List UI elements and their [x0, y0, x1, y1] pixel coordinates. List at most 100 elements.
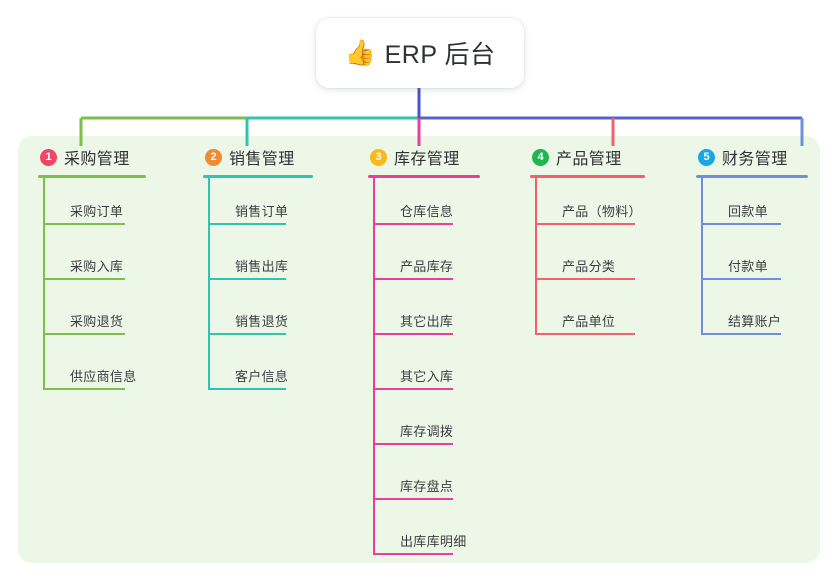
branch-items: 产品（物料） 产品分类产品单位: [530, 178, 645, 343]
leaf-node[interactable]: 库存盘点: [368, 453, 480, 508]
leaf-underline: [373, 443, 453, 445]
leaf-node[interactable]: 客户信息: [203, 343, 313, 398]
leaf-node[interactable]: 付款单: [696, 233, 808, 288]
leaf-node-label: 产品单位: [562, 314, 616, 329]
branch-trunk: [535, 178, 537, 335]
leaf-node-label: 仓库信息: [400, 204, 454, 219]
leaf-underline: [208, 223, 286, 225]
leaf-node-label: 销售退货: [235, 314, 289, 329]
leaf-node-label: 客户信息: [235, 369, 289, 384]
leaf-node-label: 结算账户: [728, 314, 782, 329]
thumbs-up-icon: 👍: [344, 38, 376, 67]
branch-trunk: [43, 178, 45, 390]
branch-trunk: [373, 178, 375, 555]
branch-title: 销售管理: [229, 151, 295, 168]
branch-items: 采购订单采购入库采购退货供应商信息: [38, 178, 146, 398]
leaf-node[interactable]: 产品库存: [368, 233, 480, 288]
leaf-node[interactable]: 产品单位: [530, 288, 645, 343]
leaf-node[interactable]: 仓库信息: [368, 178, 480, 233]
leaf-node[interactable]: 产品分类: [530, 233, 645, 288]
branch-underline: [203, 175, 313, 178]
leaf-node[interactable]: 库存调拨: [368, 398, 480, 453]
leaf-node[interactable]: 产品（物料）: [530, 178, 645, 233]
branch-trunk: [701, 178, 703, 335]
leaf-node[interactable]: 采购订单: [38, 178, 146, 233]
branch-number-badge: 4: [532, 148, 549, 166]
leaf-node-label: 回款单: [728, 204, 768, 219]
leaf-node-label: 采购入库: [70, 259, 124, 274]
branch-trunk: [208, 178, 210, 390]
branch-underline: [530, 175, 645, 178]
branch-items: 仓库信息产品库存其它出库其它入库库存调拨库存盘点出库库明细: [368, 178, 480, 563]
branch-header[interactable]: 3 库存管理: [368, 144, 480, 170]
branch-销售管理[interactable]: 2 销售管理销售订单销售出库销售退货客户信息: [203, 144, 313, 398]
leaf-node-label: 采购订单: [70, 204, 124, 219]
leaf-node-label: 产品库存: [400, 259, 454, 274]
leaf-node-label: 供应商信息: [70, 369, 137, 384]
leaf-node-label: 库存调拨: [400, 424, 454, 439]
leaf-underline: [208, 388, 286, 390]
branch-header[interactable]: 5 财务管理: [696, 144, 808, 170]
leaf-underline: [535, 223, 635, 225]
leaf-node-label: 库存盘点: [400, 479, 454, 494]
branch-header[interactable]: 4 产品管理: [530, 144, 645, 170]
leaf-node[interactable]: 销售订单: [203, 178, 313, 233]
branch-items: 销售订单销售出库销售退货客户信息: [203, 178, 313, 398]
leaf-node-label: 产品分类: [562, 259, 616, 274]
leaf-underline: [208, 333, 286, 335]
leaf-underline: [701, 333, 781, 335]
leaf-underline: [701, 278, 781, 280]
leaf-node[interactable]: 结算账户: [696, 288, 808, 343]
branch-title: 采购管理: [64, 151, 130, 168]
leaf-node-label: 产品（物料）: [562, 204, 642, 219]
diagram-canvas: [18, 136, 820, 563]
leaf-node-label: 付款单: [728, 259, 768, 274]
leaf-underline: [373, 553, 453, 555]
branch-underline: [38, 175, 146, 178]
leaf-node-label: 其它入库: [400, 369, 454, 384]
branch-财务管理[interactable]: 5 财务管理回款单付款单结算账户: [696, 144, 808, 343]
leaf-node[interactable]: 供应商信息: [38, 343, 146, 398]
leaf-underline: [701, 223, 781, 225]
branch-underline: [368, 175, 480, 178]
leaf-node[interactable]: 回款单: [696, 178, 808, 233]
leaf-node[interactable]: 销售退货: [203, 288, 313, 343]
leaf-node-label: 销售出库: [235, 259, 289, 274]
branch-number-badge: 3: [370, 148, 387, 166]
branch-产品管理[interactable]: 4 产品管理产品（物料） 产品分类产品单位: [530, 144, 645, 343]
leaf-underline: [373, 278, 453, 280]
leaf-node[interactable]: 其它出库: [368, 288, 480, 343]
branch-title: 库存管理: [394, 151, 460, 168]
leaf-underline: [208, 278, 286, 280]
leaf-underline: [373, 223, 453, 225]
leaf-underline: [43, 388, 125, 390]
branch-header[interactable]: 2 销售管理: [203, 144, 313, 170]
leaf-underline: [535, 333, 635, 335]
branch-title: 财务管理: [722, 151, 788, 168]
leaf-underline: [535, 278, 635, 280]
leaf-underline: [43, 278, 125, 280]
leaf-node[interactable]: 采购入库: [38, 233, 146, 288]
leaf-node[interactable]: 销售出库: [203, 233, 313, 288]
leaf-underline: [373, 333, 453, 335]
root-node-label: ERP 后台: [384, 41, 496, 69]
root-node[interactable]: 👍 ERP 后台: [316, 18, 524, 88]
leaf-node-label: 采购退货: [70, 314, 124, 329]
leaf-underline: [43, 333, 125, 335]
leaf-underline: [43, 223, 125, 225]
branch-库存管理[interactable]: 3 库存管理仓库信息产品库存其它出库其它入库库存调拨库存盘点出库库明细: [368, 144, 480, 563]
branch-number-badge: 2: [205, 148, 222, 166]
leaf-node-label: 销售订单: [235, 204, 289, 219]
leaf-underline: [373, 388, 453, 390]
leaf-node[interactable]: 其它入库: [368, 343, 480, 398]
leaf-node-label: 出库库明细: [400, 534, 467, 549]
branch-title: 产品管理: [556, 151, 622, 168]
branch-items: 回款单付款单结算账户: [696, 178, 808, 343]
leaf-node[interactable]: 采购退货: [38, 288, 146, 343]
branch-number-badge: 5: [698, 148, 715, 166]
leaf-node[interactable]: 出库库明细: [368, 508, 480, 563]
leaf-node-label: 其它出库: [400, 314, 454, 329]
